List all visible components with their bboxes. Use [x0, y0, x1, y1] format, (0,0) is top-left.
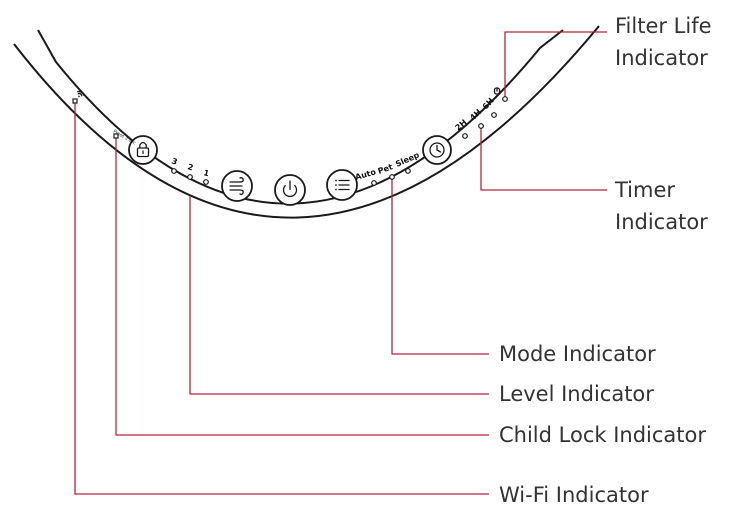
timer-label-line1: Timer	[614, 178, 675, 202]
child-lock-indicator-dot	[113, 133, 119, 139]
leader-child-lock	[115, 137, 489, 436]
child-lock-button[interactable]	[128, 135, 158, 165]
leader-level	[189, 196, 489, 395]
power-icon	[282, 180, 298, 198]
mode-auto-dot	[371, 180, 377, 186]
mode-button[interactable]	[326, 169, 358, 201]
lock-icon	[136, 141, 150, 158]
leader-lines	[74, 31, 607, 495]
filter-indicator-dot	[502, 96, 508, 102]
level-1-label: 1	[203, 168, 211, 178]
wifi-icon	[77, 90, 85, 98]
leader-filter	[504, 31, 607, 98]
mode-sleep-label: Sleep	[394, 150, 421, 169]
timer-4h-dot	[478, 123, 484, 129]
panel-outer-edge	[13, 25, 600, 219]
leader-timer	[480, 127, 607, 191]
power-button[interactable]	[274, 174, 306, 206]
filter-life-label-line2: Indicator	[615, 46, 708, 70]
mode-sleep-dot	[405, 168, 411, 174]
mode-pet-label: Pet	[377, 162, 394, 176]
filter-icon	[493, 87, 501, 95]
level-2-label: 2	[186, 162, 194, 172]
mode-auto-label: Auto	[354, 167, 377, 182]
leader-wifi	[74, 102, 489, 495]
timer-6h-dot	[491, 112, 497, 118]
level-2-dot	[187, 174, 193, 180]
filter-life-label-line1: Filter Life	[615, 14, 712, 38]
timer-2h-dot	[462, 133, 468, 139]
level-1-dot	[203, 179, 209, 185]
child-lock-indicator-label: Child Lock Indicator	[499, 423, 706, 447]
fan-speed-icon	[229, 177, 244, 195]
leader-mode	[391, 177, 489, 355]
timer-button[interactable]	[422, 135, 452, 165]
clock-icon	[429, 142, 445, 158]
level-3-dot	[171, 168, 177, 174]
timer-label-line2: Indicator	[615, 210, 708, 234]
timer-2h-label: 2H	[454, 118, 469, 133]
mode-indicator-label: Mode Indicator	[499, 342, 656, 366]
wifi-indicator-label: Wi-Fi Indicator	[499, 483, 649, 507]
panel-inner-edge	[37, 29, 564, 205]
level-indicator-label: Level Indicator	[499, 382, 654, 406]
fan-speed-button[interactable]	[221, 170, 253, 202]
level-3-label: 3	[170, 156, 178, 166]
wifi-indicator-dot	[72, 98, 78, 104]
mode-pet-dot	[389, 174, 395, 180]
mode-list-icon	[335, 179, 350, 191]
